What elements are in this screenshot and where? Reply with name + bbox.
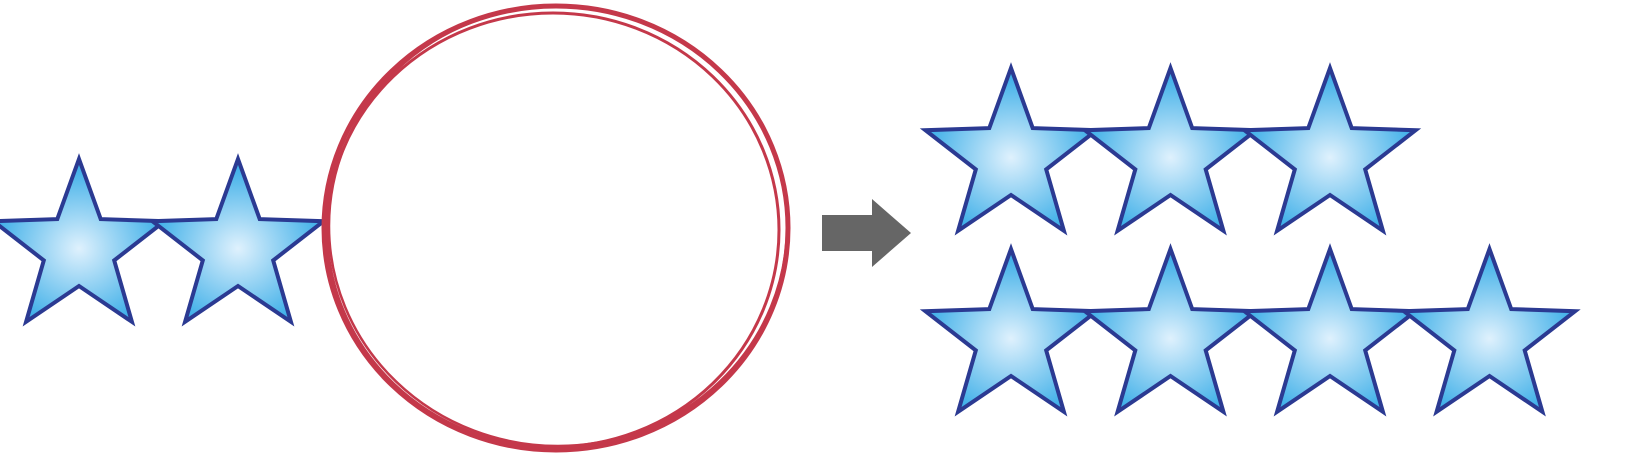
empty-circle bbox=[321, 3, 791, 453]
star-icon bbox=[1398, 243, 1581, 417]
star-icon bbox=[919, 243, 1103, 417]
star-icon bbox=[1238, 62, 1422, 236]
star-icon bbox=[1238, 243, 1422, 417]
star-icon bbox=[1079, 243, 1262, 417]
star-icon bbox=[1079, 62, 1262, 236]
star-icon bbox=[0, 153, 171, 327]
left-star-group bbox=[0, 153, 330, 327]
result-star-group bbox=[919, 62, 1581, 417]
star-icon bbox=[146, 153, 330, 327]
star-icon bbox=[919, 62, 1103, 236]
right-arrow-icon bbox=[822, 199, 911, 267]
